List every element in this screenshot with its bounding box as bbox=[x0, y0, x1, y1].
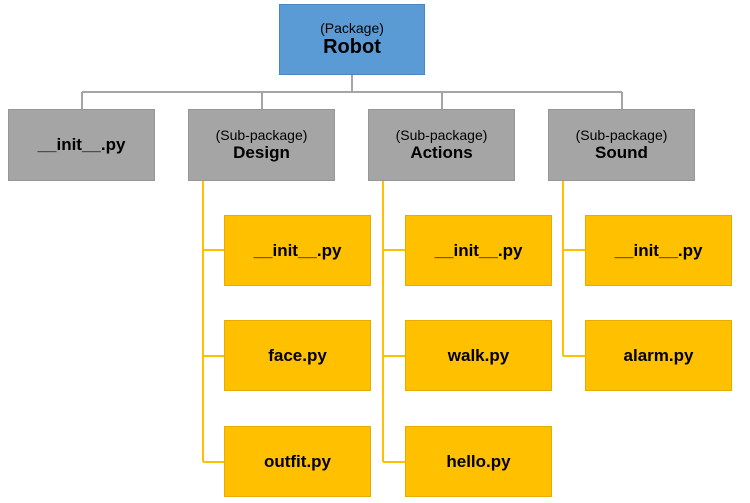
file-node-actions-walk: walk.py bbox=[405, 320, 552, 391]
subpackage-node-title: Sound bbox=[595, 143, 648, 163]
file-node-design-init: __init__.py bbox=[224, 215, 371, 286]
file-node-label: hello.py bbox=[446, 451, 511, 471]
subpackage-node-design: (Sub-package) Design bbox=[188, 109, 335, 181]
file-node-sound-alarm: alarm.py bbox=[585, 320, 732, 391]
module-node-root-init: __init__.py bbox=[8, 109, 155, 181]
subpackage-node-sound: (Sub-package) Sound bbox=[548, 109, 695, 181]
file-node-label: face.py bbox=[268, 345, 327, 365]
file-node-sound-init: __init__.py bbox=[585, 215, 732, 286]
file-node-actions-hello: hello.py bbox=[405, 426, 552, 497]
package-node-title: Robot bbox=[323, 36, 381, 59]
file-node-label: outfit.py bbox=[263, 451, 332, 471]
file-node-design-face: face.py bbox=[224, 320, 371, 391]
file-node-label: walk.py bbox=[447, 345, 510, 365]
file-node-design-outfit: outfit.py bbox=[224, 426, 371, 497]
subpackage-node-title: Design bbox=[233, 143, 290, 163]
subpackage-node-subtitle: (Sub-package) bbox=[395, 127, 488, 144]
file-node-label: __init__.py bbox=[614, 240, 703, 260]
file-node-label: __init__.py bbox=[253, 240, 342, 260]
subpackage-node-title: Actions bbox=[410, 143, 473, 163]
subpackage-node-subtitle: (Sub-package) bbox=[575, 127, 668, 144]
file-node-label: alarm.py bbox=[623, 345, 694, 365]
file-node-label: __init__.py bbox=[434, 240, 523, 260]
subpackage-node-subtitle: (Sub-package) bbox=[215, 127, 308, 144]
module-node-title: __init__.py bbox=[37, 135, 126, 155]
package-node-subtitle: (Package) bbox=[320, 19, 384, 36]
subpackage-node-actions: (Sub-package) Actions bbox=[368, 109, 515, 181]
file-node-actions-init: __init__.py bbox=[405, 215, 552, 286]
package-node-robot: (Package) Robot bbox=[279, 4, 425, 75]
